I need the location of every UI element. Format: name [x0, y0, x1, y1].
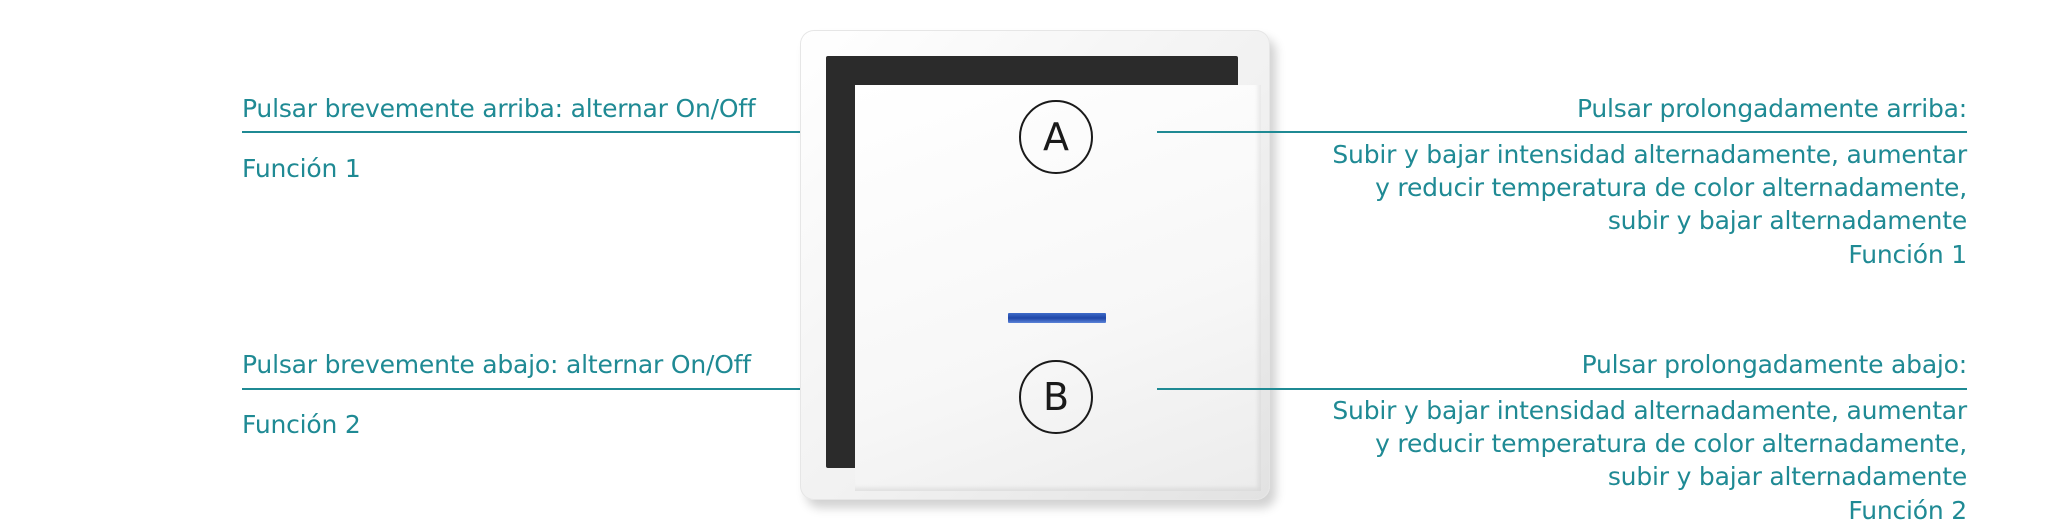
- left-top-leader-line: [242, 131, 910, 133]
- right-top-leader-line: [1157, 131, 1967, 133]
- right-top-function: Función 1: [1848, 240, 1967, 269]
- switch-gap: A B: [826, 56, 1261, 491]
- left-bottom-function: Función 2: [242, 410, 361, 439]
- right-bottom-label: Pulsar prolongadamente abajo:: [1581, 350, 1968, 379]
- right-bottom-description: Subir y bajar intensidad alternadamente,…: [1332, 396, 1967, 491]
- left-top-label: Pulsar brevemente arriba: alternar On/Of…: [242, 94, 756, 123]
- led-indicator: [1008, 313, 1106, 323]
- button-a[interactable]: A: [1019, 100, 1093, 174]
- left-bottom-leader-line: [242, 388, 910, 390]
- right-top-label: Pulsar prolongadamente arriba:: [1576, 94, 1967, 123]
- switch-rocker: A B: [855, 85, 1261, 491]
- right-bottom-function: Función 2: [1848, 496, 1967, 525]
- left-top-function: Función 1: [242, 154, 361, 183]
- right-top-description: Subir y bajar intensidad alternadamente,…: [1332, 140, 1967, 235]
- right-bottom-leader-line: [1157, 388, 1967, 390]
- left-bottom-label: Pulsar brevemente abajo: alternar On/Off: [242, 350, 751, 379]
- button-b[interactable]: B: [1019, 360, 1093, 434]
- switch-frame: A B: [800, 30, 1270, 500]
